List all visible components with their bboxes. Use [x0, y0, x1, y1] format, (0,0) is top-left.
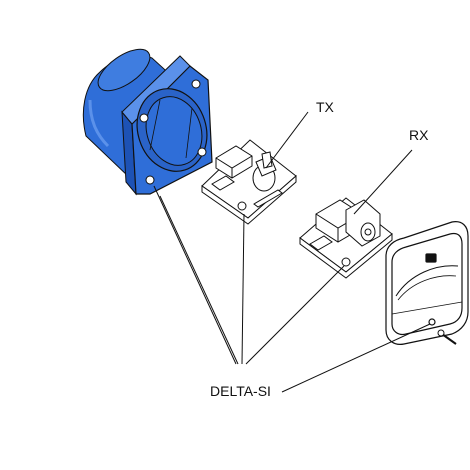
tx-terminal: [211, 175, 235, 191]
rx-pcb-edge: [299, 232, 393, 279]
delta-si-leader-tx: [241, 213, 245, 365]
tx-label: TX: [316, 99, 335, 115]
housing-opening-slot: [149, 99, 193, 159]
housing-cylinder-rim: [97, 48, 151, 92]
housing-hole-icon: [191, 79, 201, 89]
tx-mount-hole-icon: [237, 201, 247, 211]
tx-strip: [253, 189, 283, 208]
rx-label: RX: [409, 127, 429, 143]
housing-cylinder-shade: [88, 99, 110, 148]
cover-window: [395, 265, 459, 297]
leader-lines: [153, 111, 431, 393]
housing-hole-icon: [197, 147, 207, 157]
rx-board-icon: [299, 197, 393, 279]
tx-leader-line: [265, 111, 309, 169]
delta-si-leader-rx: [245, 265, 345, 365]
cover-inner: [391, 232, 463, 336]
cover-logo-icon: [425, 253, 437, 263]
delta-si-leader-housing: [153, 185, 237, 365]
cover-icon: [385, 221, 469, 345]
housing-flange-top: [121, 55, 191, 125]
delta-si-leader-cover: [281, 323, 431, 393]
mounting-housing-icon: [82, 48, 213, 196]
delta-si-label: DELTA-SI: [210, 383, 271, 399]
housing-opening-inner: [145, 96, 203, 166]
tx-pcb-edge: [201, 174, 297, 225]
tx-board-icon: [201, 139, 297, 225]
tx-capacitor: [261, 151, 273, 169]
rx-leader-line: [353, 149, 413, 215]
tx-component: [215, 145, 253, 179]
cover-window-lower: [397, 275, 457, 301]
delta-si-leader-housing-left: [159, 195, 239, 365]
cover-screw-hole-icon: [428, 318, 436, 326]
tx-pcb: [201, 139, 297, 219]
rx-terminal: [309, 235, 333, 251]
cover-body: [385, 221, 469, 345]
cover-divider: [391, 301, 463, 315]
screw-icon: [437, 329, 457, 345]
housing-hole-icon: [139, 113, 149, 123]
rx-mount-hole-icon: [341, 257, 351, 267]
housing-hole-icon: [145, 175, 155, 185]
